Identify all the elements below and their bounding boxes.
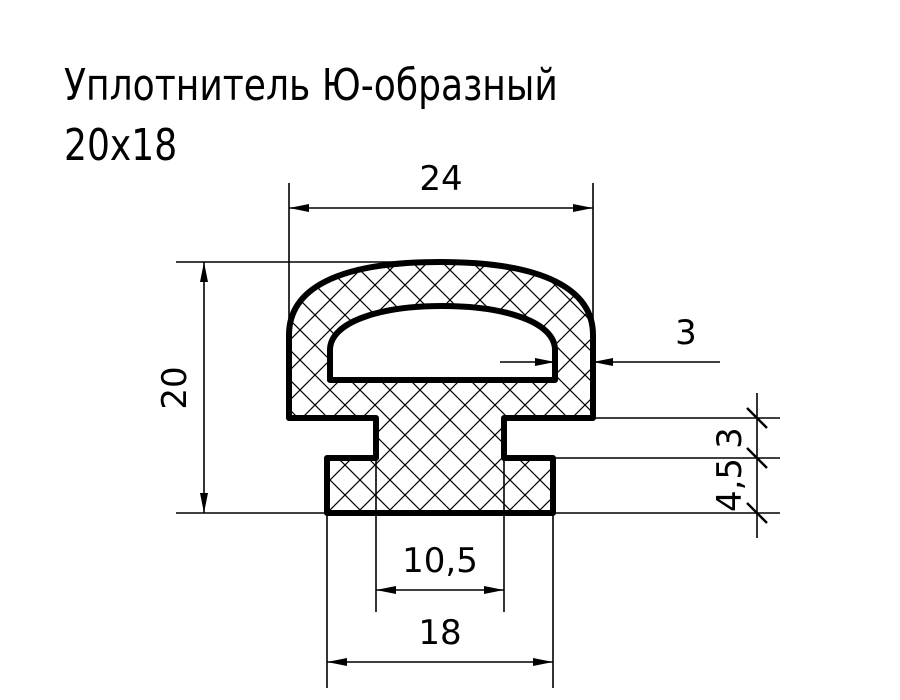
dim-label-step-upper: 3	[710, 427, 750, 449]
dimension-top-width: 24	[288, 159, 594, 335]
profile-body	[286, 259, 596, 516]
drawing-size-label: 20x18	[64, 120, 178, 171]
dim-label-step-lower: 4,5	[710, 458, 750, 512]
dim-label-neck: 10,5	[402, 541, 478, 581]
seal-profile	[286, 259, 596, 516]
dimension-height: 20	[155, 261, 440, 514]
dim-label-wall: 3	[675, 313, 697, 353]
drawing-title: Уплотнитель Ю-образный	[64, 60, 558, 111]
dim-label-top-width: 24	[419, 159, 462, 199]
dim-label-base: 18	[418, 613, 461, 653]
dim-label-height: 20	[155, 366, 195, 409]
dimension-steps: 3 4,5	[553, 393, 780, 538]
dimension-neck: 10,5	[375, 418, 505, 612]
dimension-base: 18	[326, 513, 554, 688]
dimension-wall: 3	[500, 313, 720, 366]
